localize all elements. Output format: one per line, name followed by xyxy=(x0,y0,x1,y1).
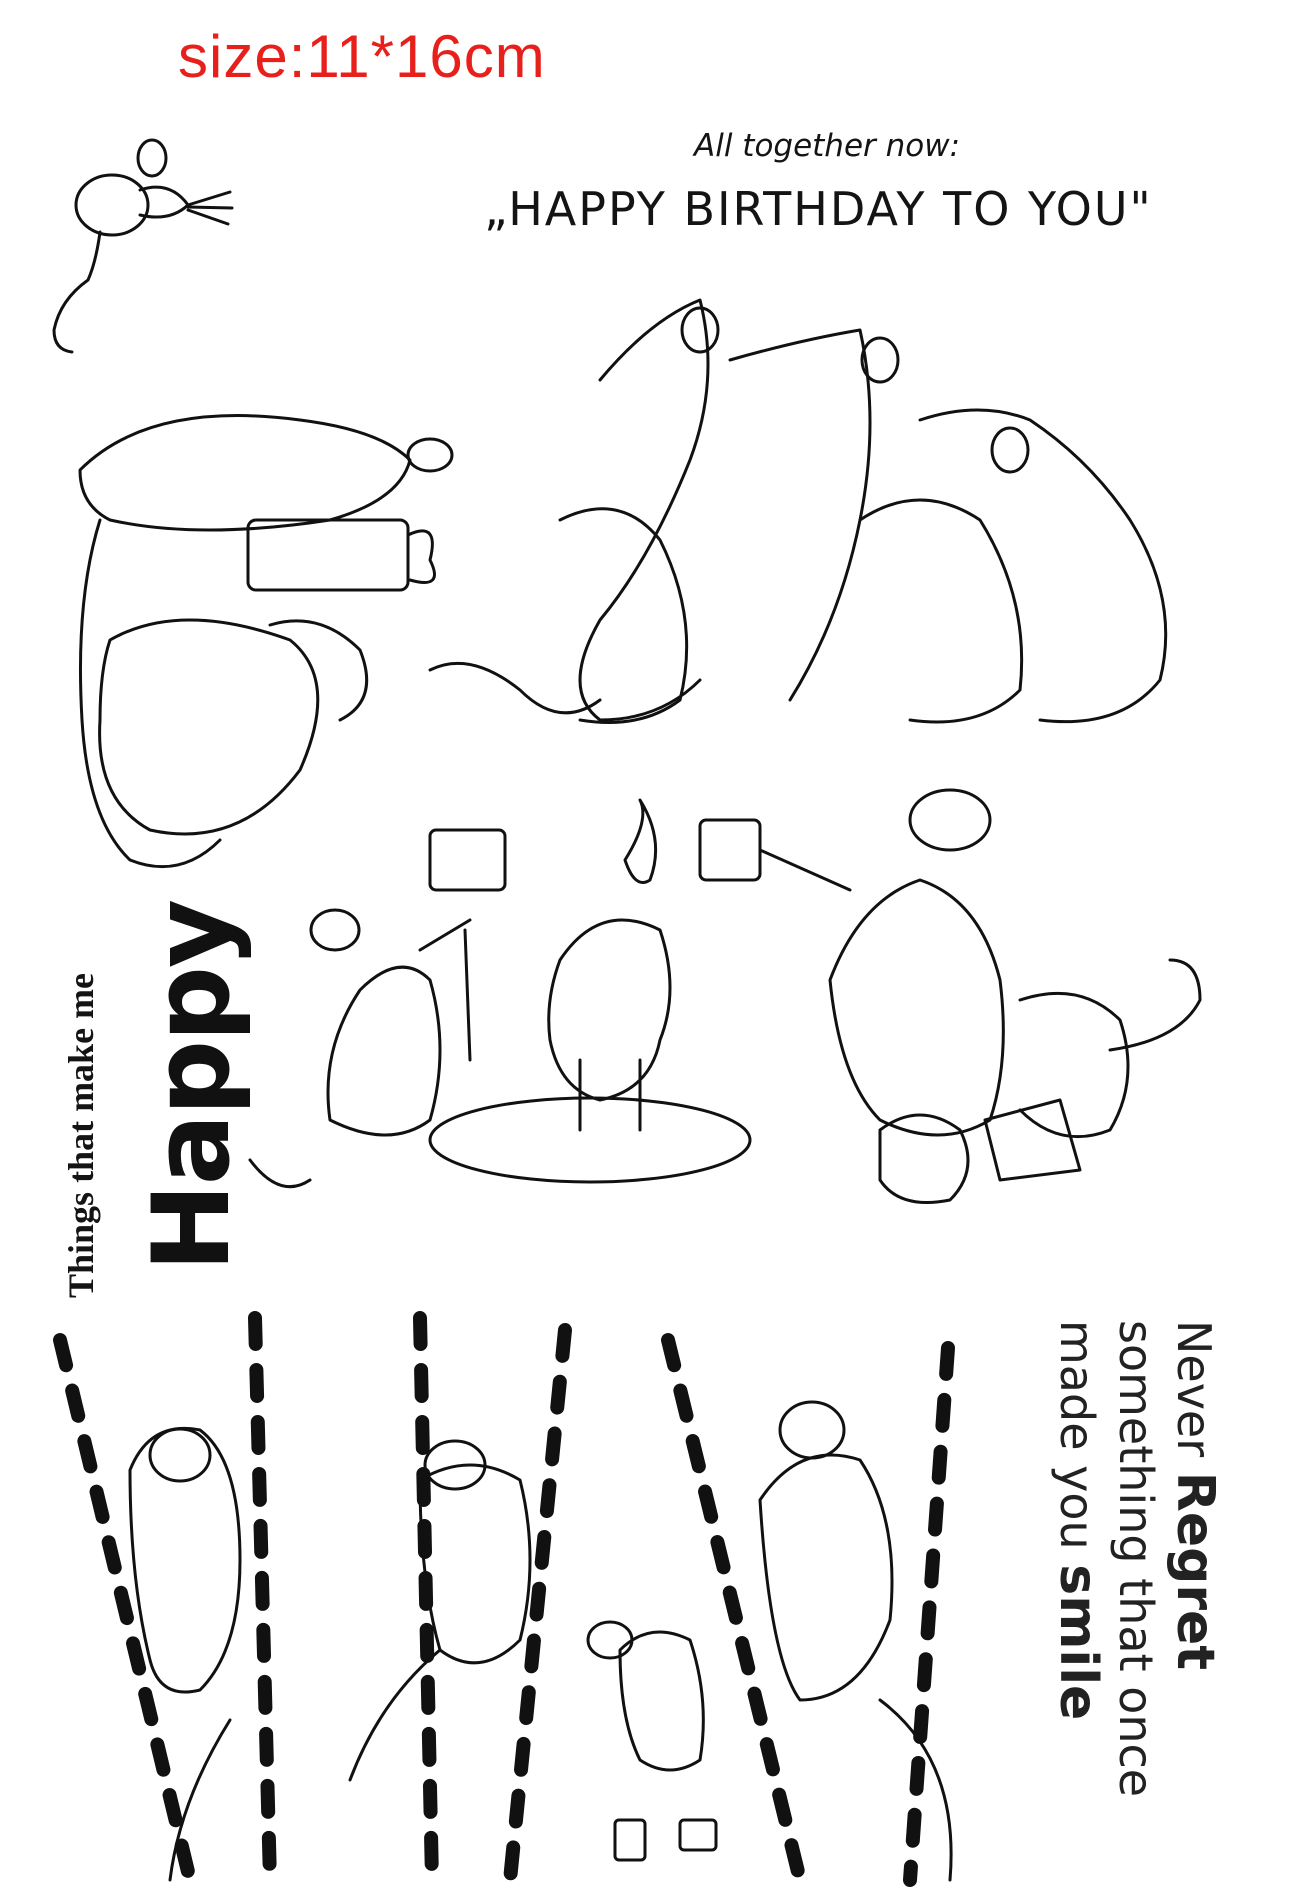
birthday-song-text: „HAPPY BIRTHDAY TO YOU" xyxy=(484,182,1153,236)
candle-scene-illustration xyxy=(248,788,1202,1204)
size-label: size:11*16cm xyxy=(178,23,546,90)
singing-mice-illustration xyxy=(428,298,1168,724)
poles-with-mice-illustration xyxy=(53,1311,955,1887)
birthday-intro-text: All together now: xyxy=(694,128,961,164)
hanging-mouse-illustration xyxy=(52,138,234,354)
mice-with-gift-illustration xyxy=(78,414,454,869)
